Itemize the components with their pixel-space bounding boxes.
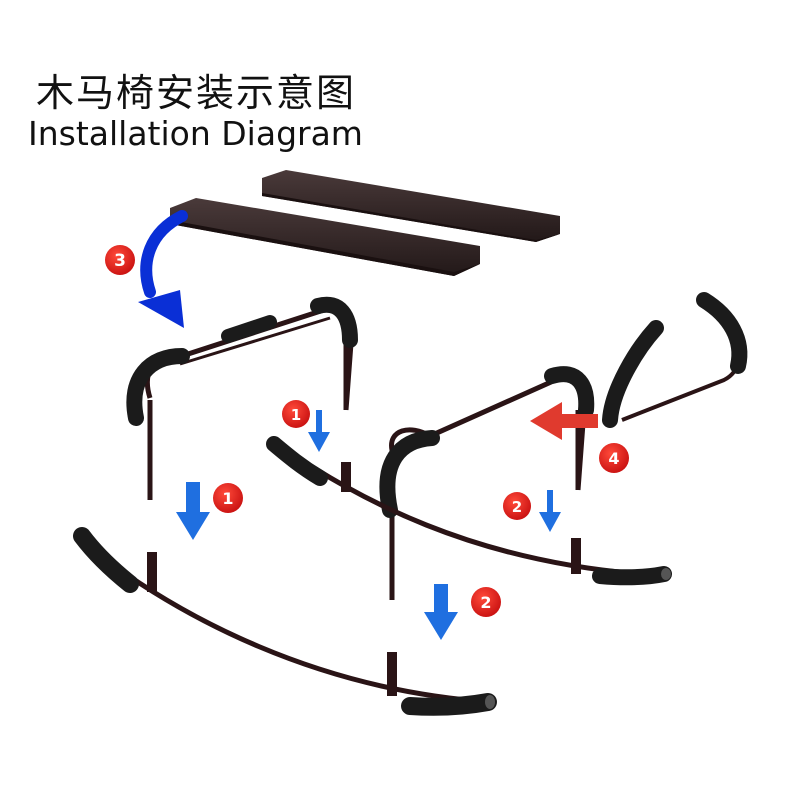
svg-text:4: 4 [608,449,619,468]
step2-arrow-front [424,584,458,640]
title-chinese: 木马椅安装示意图 [36,71,357,115]
step1-arrow-front [176,482,210,540]
step4-badge: 4 [599,443,629,473]
step4-arrow [530,402,598,440]
step3-arrow [138,210,188,328]
back-rocker [266,436,672,586]
svg-text:1: 1 [291,406,301,424]
svg-text:2: 2 [480,593,491,612]
svg-text:3: 3 [114,251,126,271]
step1-badge-front: 1 [213,483,243,513]
step1-badge-back: 1 [282,400,310,428]
step2-arrow-back [539,490,561,532]
seat-board-front [170,198,480,276]
step1-arrow-back [308,410,330,452]
svg-text:1: 1 [222,489,233,508]
title-english: Installation Diagram [28,114,363,153]
backrest-handle [602,292,748,428]
step2-badge-front: 2 [471,587,501,617]
front-rocker [73,527,497,716]
step2-badge-back: 2 [503,492,531,520]
right-handle-frame [379,366,595,600]
step3-badge: 3 [105,245,135,275]
svg-text:2: 2 [512,498,522,516]
seat-board-back [262,170,560,242]
left-handle-frame [126,296,358,500]
